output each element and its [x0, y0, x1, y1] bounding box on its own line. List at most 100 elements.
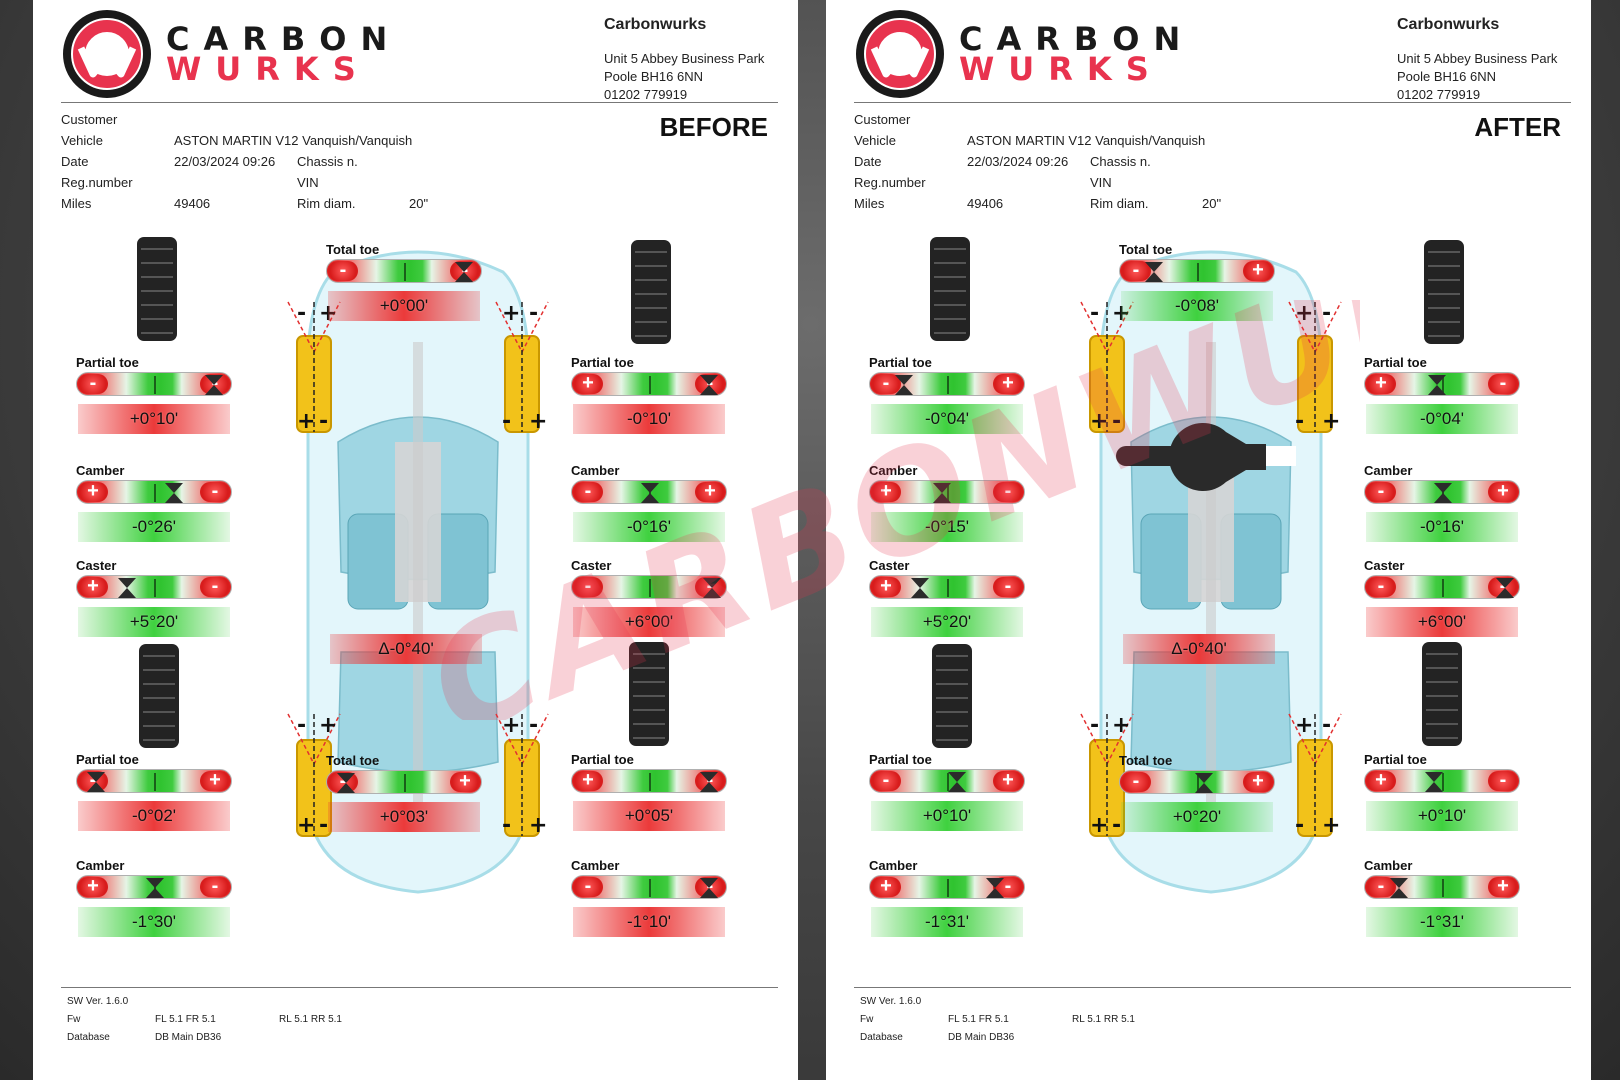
rear-right-partial-toe-right-sign: -	[1488, 770, 1518, 791]
vehicle-value: ASTON MARTIN V12 Vanquish/Vanquish	[174, 133, 413, 148]
front-left-partial-toe-gauge: Partial toe - - +0°10'	[76, 354, 236, 434]
svg-text:+: +	[1295, 713, 1313, 738]
front-total-toe-center-tick	[1197, 263, 1199, 281]
front-right-camber-center-tick	[649, 484, 651, 502]
front-right-caster-marker-icon	[703, 578, 722, 598]
logo-text-carbon: CARBON	[166, 20, 402, 58]
front-total-toe-center-tick	[404, 263, 406, 281]
front-left-camber-marker-icon	[932, 483, 951, 503]
svg-text:-: -	[1322, 301, 1331, 326]
svg-text:-: -	[319, 813, 328, 838]
fw-label: Fw	[67, 1014, 81, 1025]
front-right-partial-toe-value-text: -0°04'	[1419, 409, 1465, 428]
miles-value: 49406	[967, 196, 1004, 211]
rear-right-camber-gauge: Camber - + -1°31'	[1364, 857, 1524, 937]
front-left-camber-scale: + -	[869, 480, 1025, 504]
front-left-camber-value-text: -0°26'	[131, 517, 177, 536]
front-left-partial-toe-center-tick	[947, 376, 949, 394]
company-logo: CARBON WURKS	[854, 8, 1180, 100]
rear-right-camber-center-tick	[1442, 879, 1444, 897]
fw-front-value: FL 5.1 FR 5.1	[155, 1014, 216, 1025]
svg-text:+: +	[319, 713, 337, 738]
tyre-front-left-icon	[137, 237, 177, 341]
svg-text:-: -	[529, 713, 538, 738]
rear-left-camber-gauge: Camber + - -1°31'	[869, 857, 1029, 937]
rear-left-camber-left-sign: +	[871, 876, 901, 897]
front-right-camber-scale: - +	[1364, 480, 1520, 504]
svg-text:+: +	[1295, 301, 1313, 326]
rear-right-camber-scale: - -	[571, 875, 727, 899]
rear-right-partial-toe-gauge: Partial toe + - +0°05'	[571, 751, 731, 831]
cross-difference-text: Δ-0°40'	[1171, 639, 1227, 658]
svg-text:-: -	[1112, 813, 1121, 838]
cross-difference-value: Δ-0°40'	[1123, 634, 1275, 664]
tyre-front-right-icon	[1424, 240, 1464, 344]
rear-right-partial-toe-marker-icon	[1424, 772, 1443, 792]
company-address: Unit 5 Abbey Business Park Poole BH16 6N…	[1397, 50, 1557, 104]
company-name: Carbonwurks	[1397, 16, 1500, 33]
rear-right-partial-toe-left-sign: +	[573, 770, 603, 791]
rear-left-camber-value: -1°30'	[78, 907, 230, 937]
rear-left-camber-marker-icon	[985, 878, 1004, 898]
customer-label: Customer	[61, 112, 118, 127]
front-right-camber-value-text: -0°16'	[1419, 517, 1465, 536]
front-right-camber-value: -0°16'	[1366, 512, 1518, 542]
front-right-camber-gauge: Camber - + -0°16'	[1364, 462, 1524, 542]
stage-title: BEFORE	[659, 112, 768, 142]
tyre-rear-left-icon	[932, 644, 972, 748]
front-total-toe-marker-icon	[1145, 262, 1164, 282]
front-left-partial-toe-left-sign: -	[871, 373, 901, 394]
front-right-camber-left-sign: -	[1366, 481, 1396, 502]
front-left-caster-scale: + -	[76, 575, 232, 599]
rear-left-partial-toe-center-tick	[154, 773, 156, 791]
front-right-partial-toe-left-sign: +	[1366, 373, 1396, 394]
front-total-toe-value-text: +0°00'	[379, 296, 429, 315]
rear-right-camber-label: Camber	[571, 858, 620, 873]
rear-total-toe-label: Total toe	[1119, 753, 1173, 768]
rear-right-camber-left-sign: -	[573, 876, 603, 897]
front-total-toe-value-text: -0°08'	[1174, 296, 1220, 315]
fw-front-value: FL 5.1 FR 5.1	[948, 1014, 1009, 1025]
rear-left-camber-label: Camber	[76, 858, 125, 873]
front-left-caster-label: Caster	[76, 558, 117, 573]
report-before: CARBON WURKS Carbonwurks Unit 5 Abbey Bu…	[33, 0, 798, 1080]
rear-left-partial-toe-marker-icon	[86, 772, 105, 792]
rear-left-partial-toe-left-sign: -	[871, 770, 901, 791]
front-right-partial-toe-value: -0°10'	[573, 404, 725, 434]
front-left-camber-gauge: Camber + - -0°26'	[76, 462, 236, 542]
rear-right-partial-toe-gauge: Partial toe + - +0°10'	[1364, 751, 1524, 831]
rear-left-camber-center-tick	[154, 879, 156, 897]
rear-left-partial-toe-value-text: +0°10'	[922, 806, 972, 825]
front-right-caster-scale: - -	[571, 575, 727, 599]
front-left-caster-gauge: Caster + - +5°20'	[869, 557, 1029, 637]
front-right-camber-marker-icon	[641, 483, 659, 503]
svg-text:-: -	[529, 301, 538, 326]
address-line-1: Unit 5 Abbey Business Park	[1397, 51, 1558, 66]
rear-left-camber-right-sign: -	[993, 876, 1023, 897]
rear-right-partial-toe-value-text: +0°05'	[624, 806, 674, 825]
front-right-caster-center-tick	[1442, 579, 1444, 597]
rear-right-camber-left-sign: -	[1366, 876, 1396, 897]
chassis-label: Chassis n.	[297, 154, 358, 169]
front-right-camber-left-sign: -	[573, 481, 603, 502]
front-right-camber-gauge: Camber - + -0°16'	[571, 462, 731, 542]
rear-right-camber-value: -1°10'	[573, 907, 725, 937]
company-phone: 01202 779919	[1397, 87, 1481, 102]
rear-total-toe-value-text: +0°20'	[1172, 807, 1222, 826]
front-left-camber-value: -0°26'	[78, 512, 230, 542]
rear-right-partial-toe-scale: + -	[571, 769, 727, 793]
front-left-caster-gauge: Caster + - +5°20'	[76, 557, 236, 637]
rear-left-partial-toe-value-text: -0°02'	[131, 806, 177, 825]
front-left-camber-scale: + -	[76, 480, 232, 504]
sw-version: SW Ver. 1.6.0	[67, 996, 129, 1007]
miles-value: 49406	[174, 196, 211, 211]
database-value: DB Main DB36	[948, 1032, 1015, 1043]
rear-left-partial-toe-scale: - +	[76, 769, 232, 793]
front-right-camber-label: Camber	[571, 463, 620, 478]
front-right-camber-center-tick	[1442, 484, 1444, 502]
svg-text:+: +	[1090, 813, 1108, 838]
front-right-caster-gauge: Caster - - +6°00'	[571, 557, 731, 637]
rear-left-partial-toe-label: Partial toe	[869, 752, 932, 767]
front-total-toe-gauge: Total toe - + -0°08'	[1119, 241, 1279, 321]
rear-left-camber-label: Camber	[869, 858, 918, 873]
